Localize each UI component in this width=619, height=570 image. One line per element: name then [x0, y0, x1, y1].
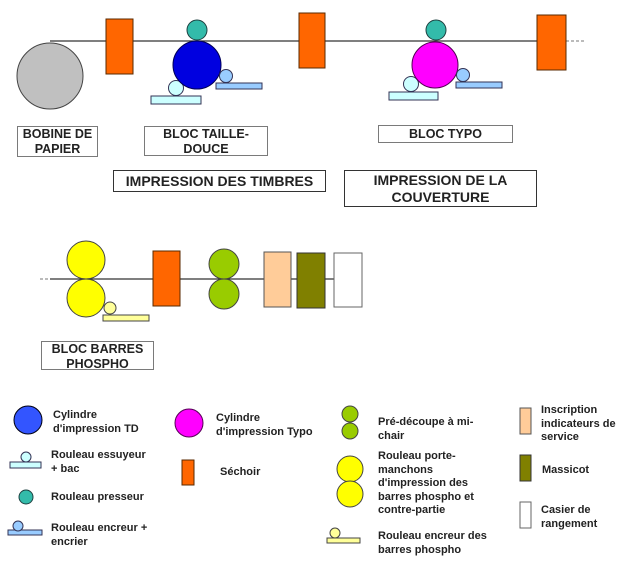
phospho-ink-trough [102, 314, 150, 322]
ink-trough-typo [455, 81, 503, 89]
legend-wiper-roller-icon [20, 451, 32, 463]
label-impression-couverture: IMPRESSION DE LA COUVERTURE [344, 170, 537, 207]
legend-casier-icon [519, 501, 532, 529]
legend-encreur: Rouleau encreur + encrier [51, 522, 148, 548]
legend-cylinder-typo-icon [174, 408, 204, 438]
legend-casier: Casier de rangement [541, 504, 598, 530]
phospho-counter-roller [66, 278, 106, 318]
legend-encreur-phospho-icon [326, 537, 361, 544]
label-impression-timbres: IMPRESSION DES TIMBRES [113, 170, 326, 192]
paper-reel [16, 42, 84, 110]
dryer-2 [298, 12, 326, 69]
legend-inscription-icon [519, 407, 532, 435]
phospho-sleeve-roller [66, 240, 106, 280]
legend-cylinder-td-icon [13, 405, 43, 435]
pressure-roller-typo [425, 19, 447, 41]
ink-roller-td [219, 69, 233, 83]
perforation-roller-bottom [208, 278, 240, 310]
ink-trough-td [215, 82, 263, 90]
legend-massicot: Massicot [542, 464, 590, 476]
legend-encreur-roller-icon [12, 520, 24, 532]
legend-essuyeur: Rouleau essuyeur + bac [51, 449, 146, 475]
guillotine [296, 252, 326, 309]
legend-massicot-icon [519, 454, 532, 482]
pressure-roller-td [186, 19, 208, 41]
legend-phospho-bottom-icon [336, 480, 364, 508]
label-bloc-td: BLOC TAILLE-DOUCE [144, 126, 268, 156]
legend-presseur: Rouleau presseur [51, 491, 144, 503]
legend-encreur-icon [7, 529, 43, 536]
legend-encreur-phospho: Rouleau encreur des barres phospho [378, 530, 487, 556]
label-bloc-typo: BLOC TYPO [378, 125, 513, 143]
legend-sechoir-icon [181, 459, 195, 486]
wiper-tray-td [150, 95, 202, 105]
wiper-roller-td [168, 80, 184, 96]
legend-cyl-typo: Cylindre d'impression Typo [216, 412, 313, 438]
dryer-1 [105, 18, 134, 75]
legend-porte-manchons: Rouleau porte-manchons d'impression des … [378, 450, 474, 516]
legend-phospho-top-icon [336, 455, 364, 483]
wiper-tray-typo [388, 91, 439, 101]
phospho-ink-roller [103, 301, 117, 315]
legend-predecoupe-bottom-icon [341, 422, 359, 440]
dryer-4 [152, 250, 181, 307]
legend-sechoir: Séchoir [220, 466, 261, 478]
service-marker-unit [263, 251, 292, 308]
legend-wiper-icon [9, 461, 42, 469]
label-bloc-phospho: BLOC BARRES PHOSPHO [41, 341, 154, 371]
perforation-roller-top [208, 248, 240, 280]
legend-cyl-td: Cylindre d'impression TD [53, 409, 139, 435]
legend-predecoupe-top-icon [341, 405, 359, 423]
dryer-3 [536, 14, 567, 71]
label-bobine: BOBINE DE PAPIER [17, 126, 98, 157]
impression-cylinder-td [172, 40, 222, 90]
storage-bin [333, 252, 363, 308]
legend-predecoupe: Pré-découpe à mi-chair [378, 416, 474, 442]
legend-inscription: Inscription indicateurs de service [541, 404, 616, 443]
wiper-roller-typo [403, 76, 419, 92]
legend-presseur-icon [18, 489, 34, 505]
ink-roller-typo [456, 68, 470, 82]
legend-encreur-phospho-roller-icon [329, 527, 341, 539]
impression-cylinder-typo [411, 41, 459, 89]
